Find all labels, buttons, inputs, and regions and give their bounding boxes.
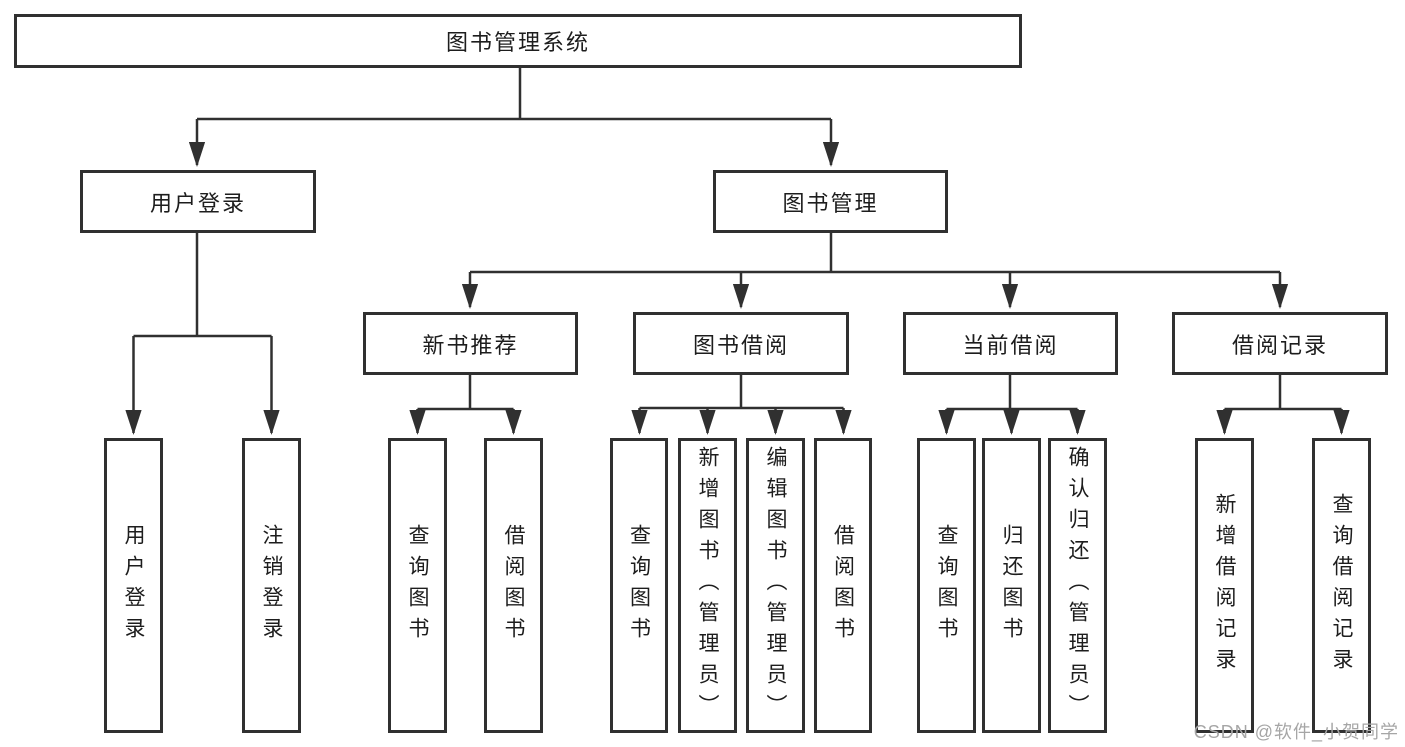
leaf-confirm-return-admin-label: 确认归还（管理员） [1066,446,1089,725]
leaf-return-books: 归还图书 [982,438,1041,733]
node-book-borrow-label: 图书借阅 [692,332,789,358]
leaf-edit-books-admin: 编辑图书（管理员） [746,438,805,733]
watermark-csdn: CSDN @软件_小贺同学 [1193,722,1399,742]
leaf-user-login-label: 用户登录 [122,523,145,648]
leaf-edit-books-admin-label: 编辑图书（管理员） [764,446,787,725]
leaf-current-query-books: 查询图书 [917,438,976,733]
leaf-logout-label: 注销登录 [260,523,283,648]
node-book-borrow: 图书借阅 [633,312,849,375]
leaf-recommend-borrow-books-label: 借阅图书 [502,523,525,648]
node-root: 图书管理系统 [14,14,1022,68]
leaf-borrow-books: 借阅图书 [814,438,872,733]
leaf-user-login: 用户登录 [104,438,163,733]
leaf-borrow-query-books-label: 查询图书 [627,523,651,648]
node-book-management: 图书管理 [713,170,948,233]
node-book-management-label: 图书管理 [782,190,879,216]
node-current-borrow: 当前借阅 [903,312,1118,375]
leaf-borrow-books-label: 借阅图书 [831,523,855,648]
leaf-add-borrow-record-label: 新增借阅记录 [1213,492,1236,679]
leaf-logout: 注销登录 [242,438,301,733]
leaf-add-borrow-record: 新增借阅记录 [1195,438,1254,733]
leaf-recommend-query-books: 查询图书 [388,438,447,733]
leaf-query-borrow-record-label: 查询借阅记录 [1330,492,1353,679]
leaf-add-books-admin-label: 新增图书（管理员） [696,446,719,725]
leaf-return-books-label: 归还图书 [1000,523,1023,648]
leaf-current-query-books-label: 查询图书 [935,523,958,648]
leaf-recommend-borrow-books: 借阅图书 [484,438,543,733]
node-user-login: 用户登录 [80,170,316,233]
node-new-book-recommend-label: 新书推荐 [422,332,519,358]
node-borrow-records-label: 借阅记录 [1231,332,1328,358]
node-root-label: 图书管理系统 [445,30,590,55]
leaf-recommend-query-books-label: 查询图书 [406,523,429,648]
leaf-borrow-query-books: 查询图书 [610,438,668,733]
node-borrow-records: 借阅记录 [1172,312,1388,375]
leaf-add-books-admin: 新增图书（管理员） [678,438,737,733]
leaf-query-borrow-record: 查询借阅记录 [1312,438,1371,733]
node-new-book-recommend: 新书推荐 [363,312,578,375]
leaf-confirm-return-admin: 确认归还（管理员） [1048,438,1107,733]
node-user-login-label: 用户登录 [149,190,246,216]
node-current-borrow-label: 当前借阅 [962,332,1059,358]
